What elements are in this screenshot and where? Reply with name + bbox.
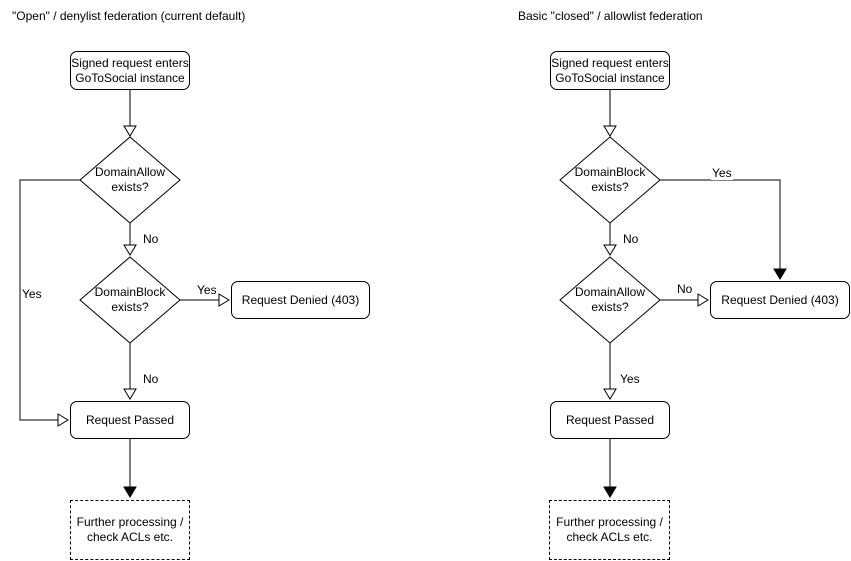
- left-decision1-yes-label: Yes: [21, 287, 43, 301]
- left-start-node: Signed request enters GoToSocial instanc…: [70, 51, 190, 90]
- right-edge-decision1-yes: [660, 179, 787, 280]
- left-decision2-diamond: [79, 256, 181, 344]
- right-decision2-yes-label: Yes: [619, 372, 641, 386]
- left-edge-decision1-yes: [19, 179, 80, 427]
- right-decision1-yes-label: Yes: [711, 166, 733, 180]
- right-further-node: Further processing / check ACLs etc.: [549, 500, 670, 560]
- right-decision1-diamond: [559, 136, 661, 224]
- left-further-node: Further processing / check ACLs etc.: [70, 500, 190, 560]
- right-denied-node: Request Denied (403): [710, 281, 850, 319]
- left-decision1-no-label: No: [142, 232, 160, 246]
- right-start-node: Signed request enters GoToSocial instanc…: [550, 51, 670, 90]
- left-decision1-diamond: [79, 136, 181, 224]
- right-decision2-diamond: [559, 256, 661, 344]
- left-passed-node: Request Passed: [70, 401, 190, 439]
- right-decision2-no-label: No: [676, 282, 694, 296]
- left-decision2-no-label: No: [142, 372, 160, 386]
- left-chart-title: "Open" / denylist federation (current de…: [12, 9, 246, 23]
- right-chart-title: Basic "closed" / allowlist federation: [518, 9, 703, 23]
- right-passed-node: Request Passed: [550, 401, 670, 439]
- left-decision2-yes-label: Yes: [196, 283, 218, 297]
- left-denied-node: Request Denied (403): [231, 281, 370, 319]
- right-decision1-no-label: No: [622, 232, 640, 246]
